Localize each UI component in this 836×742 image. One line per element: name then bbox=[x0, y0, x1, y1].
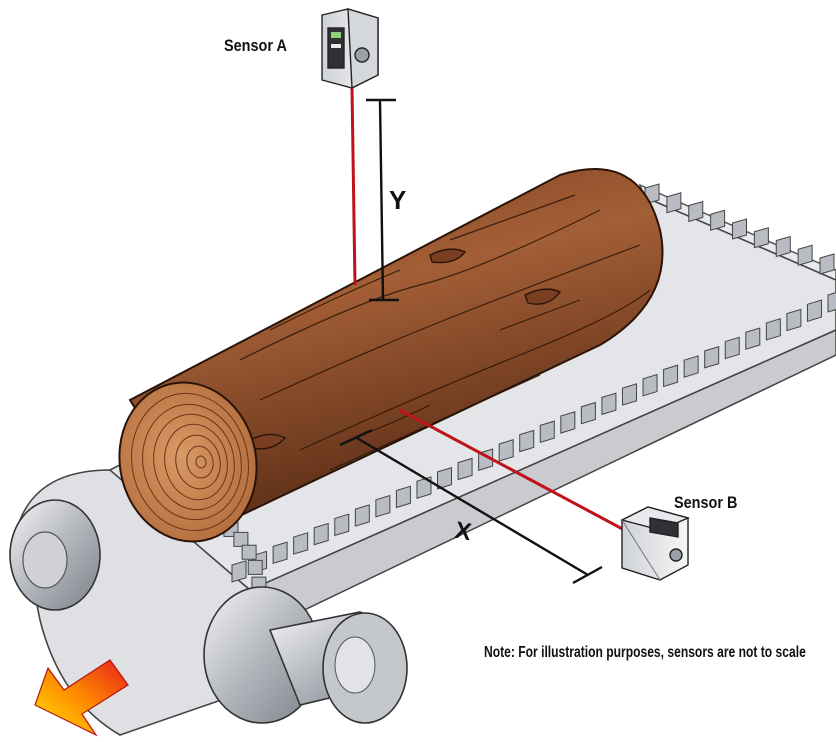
front-cleat-row bbox=[231, 292, 836, 583]
cleat-block bbox=[247, 559, 263, 575]
dimension-y-label: Y bbox=[389, 185, 407, 215]
cleat-block bbox=[539, 420, 555, 444]
log bbox=[128, 168, 664, 532]
sensor-a-icon bbox=[321, 8, 379, 90]
laser-beam-b bbox=[399, 408, 631, 535]
cleat-block bbox=[395, 485, 411, 509]
cleat-block bbox=[688, 200, 704, 223]
cleat-block bbox=[334, 513, 350, 537]
cleat-block bbox=[231, 560, 247, 583]
cleat-block bbox=[666, 192, 682, 214]
cleat-block bbox=[710, 209, 726, 231]
sensor-b-icon bbox=[620, 506, 691, 581]
cleat-block bbox=[354, 504, 370, 527]
cleat-block bbox=[775, 235, 791, 258]
cleat-block bbox=[437, 466, 453, 490]
cleat-block bbox=[765, 318, 781, 341]
cleat-block bbox=[704, 345, 720, 369]
cleat-block bbox=[745, 327, 761, 350]
direction-arrow-icon bbox=[34, 659, 129, 737]
cleat-block bbox=[375, 494, 391, 518]
cleat-block bbox=[724, 336, 740, 360]
scale-note: Note: For illustration purposes, sensors… bbox=[484, 644, 806, 661]
dimension-y bbox=[366, 98, 399, 302]
cleat-block bbox=[642, 373, 658, 397]
cleat-block bbox=[819, 253, 835, 275]
log-end-rings bbox=[118, 381, 258, 543]
cleat-block bbox=[827, 292, 836, 313]
cleat-block bbox=[683, 355, 699, 378]
cleat-block bbox=[293, 532, 309, 555]
cleat-block bbox=[621, 383, 637, 406]
cleat-block bbox=[241, 544, 257, 560]
cleat-block bbox=[580, 401, 596, 425]
cleat-block bbox=[560, 411, 576, 434]
cleat-block bbox=[498, 439, 514, 462]
cleat-block bbox=[457, 457, 473, 481]
sensor-b-label: Sensor B bbox=[674, 493, 738, 512]
cleat-block bbox=[272, 541, 288, 565]
cleat-block bbox=[797, 244, 813, 266]
cleat-block bbox=[753, 227, 769, 249]
laser-beam-a bbox=[350, 87, 357, 286]
drum-left-hub bbox=[9, 499, 101, 611]
cleat-block bbox=[806, 299, 822, 322]
laser-beams bbox=[350, 87, 631, 535]
cleat-block bbox=[732, 218, 747, 240]
cleat-block bbox=[313, 522, 329, 546]
cleat-block bbox=[601, 392, 617, 416]
cleat-block bbox=[233, 531, 249, 547]
cleat-block bbox=[519, 429, 535, 453]
drum-right-shaft bbox=[203, 586, 408, 724]
back-cleat-row bbox=[644, 183, 835, 275]
cleat-block bbox=[786, 308, 802, 332]
cleat-block bbox=[663, 364, 679, 388]
sensor-a-label: Sensor A bbox=[224, 36, 287, 55]
dimension-x bbox=[339, 428, 603, 585]
